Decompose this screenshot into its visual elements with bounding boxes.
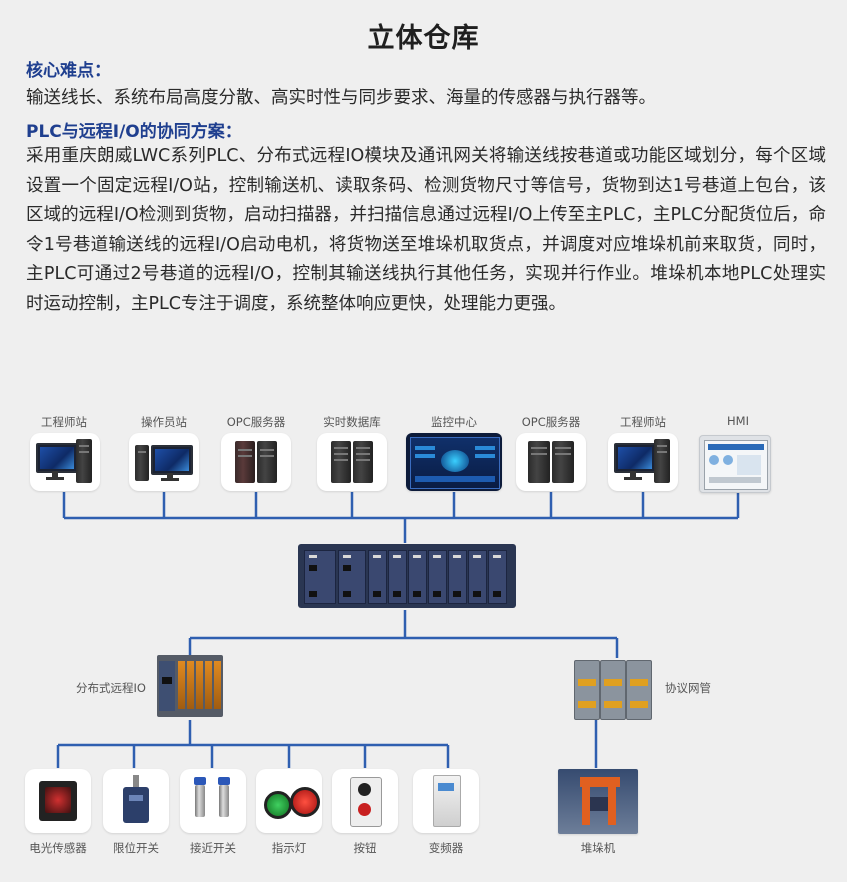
server-icon: [516, 433, 586, 491]
node-label-engineer-station-2: 工程师站: [620, 415, 666, 429]
hmi-panel-icon: [704, 440, 768, 490]
photoelectric-sensor-icon: [25, 769, 91, 833]
node-label-gateway: 协议网管: [665, 681, 711, 695]
node-label-photoelectric-sensor: 电光传感器: [29, 841, 87, 855]
solution-text: 采用重庆朗威LWC系列PLC、分布式远程IO模块及通讯网关将输送线按巷道或功能区…: [26, 146, 826, 314]
limit-switch: [103, 769, 169, 833]
node-label-stacker: 堆垛机: [580, 841, 616, 855]
limit-switch-icon: [103, 769, 169, 833]
push-button-icon: [332, 769, 398, 833]
node-label-engineer-station-1: 工程师站: [41, 415, 87, 429]
node-label-inverter: 变频器: [428, 841, 464, 855]
node-label-operator-station: 操作员站: [141, 415, 187, 429]
node-label-indicator-lamp: 指示灯: [271, 841, 307, 855]
server-icon: [221, 433, 291, 491]
photoelectric-sensor: [25, 769, 91, 833]
stacker-crane-icon: [558, 769, 638, 834]
remote-io-icon: [157, 655, 223, 717]
operator-station: [129, 433, 199, 491]
proximity-switch: [180, 769, 246, 833]
opc-server-1: [221, 433, 291, 491]
dashboard-screen-icon: [410, 437, 500, 489]
inverter-icon: [413, 769, 479, 833]
gateway-icon: [572, 658, 662, 720]
indicator-lamp: [256, 769, 322, 833]
network-diagram: 工程师站 操作员站 OPC服务器 实时数据库 监控中心: [0, 400, 847, 882]
push-button-box: [332, 769, 398, 833]
remote-io: [157, 655, 223, 717]
node-label-monitoring-center: 监控中心: [431, 415, 477, 429]
node-label-opc-server-2: OPC服务器: [521, 415, 581, 429]
database-server-icon: [317, 433, 387, 491]
page-title: 立体仓库: [367, 23, 480, 54]
realtime-database: [317, 433, 387, 491]
node-label-opc-server-1: OPC服务器: [226, 415, 286, 429]
node-label-remote-io: 分布式远程IO: [76, 681, 146, 695]
protocol-gateway: [572, 658, 662, 720]
difficulty-heading: 核心难点：: [26, 61, 111, 81]
solution-heading: PLC与远程I/O的协同方案：: [26, 122, 242, 142]
difficulty-text: 输送线长、系统布局高度分散、高实时性与同步要求、海量的传感器与执行器等。: [26, 88, 656, 108]
node-label-push-button: 按钮: [353, 841, 377, 855]
node-label-hmi: HMI: [727, 414, 749, 428]
engineer-station-1: [30, 433, 100, 491]
workstation-icon: [608, 433, 678, 491]
proximity-switch-icon: [180, 769, 246, 833]
workstation-icon: [129, 433, 199, 491]
plc-rack-icon: [298, 544, 516, 608]
inverter: [413, 769, 479, 833]
node-label-realtime-database: 实时数据库: [323, 415, 381, 429]
engineer-station-2: [608, 433, 678, 491]
monitoring-center: [406, 433, 502, 491]
main-plc: [298, 544, 516, 608]
node-label-limit-switch: 限位开关: [113, 841, 159, 855]
indicator-lamp-icon: [256, 769, 322, 833]
node-label-proximity-switch: 接近开关: [190, 841, 236, 855]
stacker-crane: [558, 769, 638, 834]
connection-lines: [56, 492, 740, 768]
hmi-panel: [699, 435, 771, 493]
opc-server-2: [516, 433, 586, 491]
workstation-icon: [30, 433, 100, 491]
